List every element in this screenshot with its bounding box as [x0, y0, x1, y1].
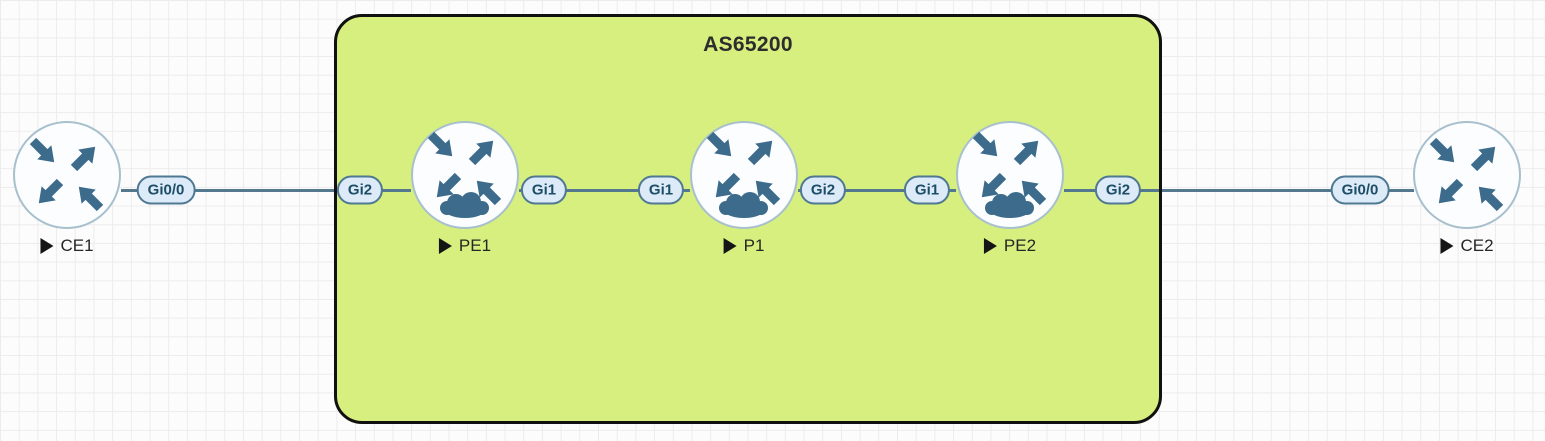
node-name-text: CE2	[1460, 236, 1494, 255]
node-CE1[interactable]: CE1	[12, 120, 122, 255]
interface-label[interactable]: Gi1	[903, 175, 951, 205]
play-triangle-icon	[438, 238, 452, 254]
router-icon	[12, 120, 122, 230]
node-label[interactable]: CE1	[40, 236, 94, 256]
link-CE1-PE1[interactable]	[121, 189, 411, 192]
node-label[interactable]: CE2	[1440, 236, 1494, 256]
node-name-text: PE2	[1003, 236, 1037, 255]
link-PE2-CE2[interactable]	[1064, 189, 1414, 192]
router-cloud-icon	[689, 120, 799, 230]
interface-label[interactable]: Gi2	[336, 175, 384, 205]
node-CE2[interactable]: CE2	[1412, 120, 1522, 255]
router-cloud-icon	[955, 120, 1065, 230]
interface-label[interactable]: Gi2	[799, 175, 847, 205]
router-cloud-icon	[410, 120, 520, 230]
node-label[interactable]: P1	[723, 236, 765, 256]
as-box-title: AS65200	[703, 33, 793, 56]
interface-label[interactable]: Gi1	[637, 175, 685, 205]
node-name-text: PE1	[458, 236, 492, 255]
interface-label[interactable]: Gi0/0	[1330, 175, 1390, 205]
node-name-text: P1	[743, 236, 765, 255]
interface-label[interactable]: Gi2	[1094, 175, 1142, 205]
play-triangle-icon	[1440, 238, 1454, 254]
node-label[interactable]: PE1	[438, 236, 492, 256]
node-label[interactable]: PE2	[983, 236, 1037, 256]
node-PE1[interactable]: PE1	[410, 120, 520, 255]
node-PE2[interactable]: PE2	[955, 120, 1065, 255]
interface-label[interactable]: Gi1	[520, 175, 568, 205]
play-triangle-icon	[723, 238, 737, 254]
play-triangle-icon	[983, 238, 997, 254]
play-triangle-icon	[40, 238, 54, 254]
node-P1[interactable]: P1	[689, 120, 799, 255]
router-icon	[1412, 120, 1522, 230]
node-name-text: CE1	[60, 236, 94, 255]
link-P1-PE2[interactable]	[798, 189, 956, 192]
interface-label[interactable]: Gi0/0	[136, 175, 196, 205]
link-PE1-P1[interactable]	[519, 189, 690, 192]
